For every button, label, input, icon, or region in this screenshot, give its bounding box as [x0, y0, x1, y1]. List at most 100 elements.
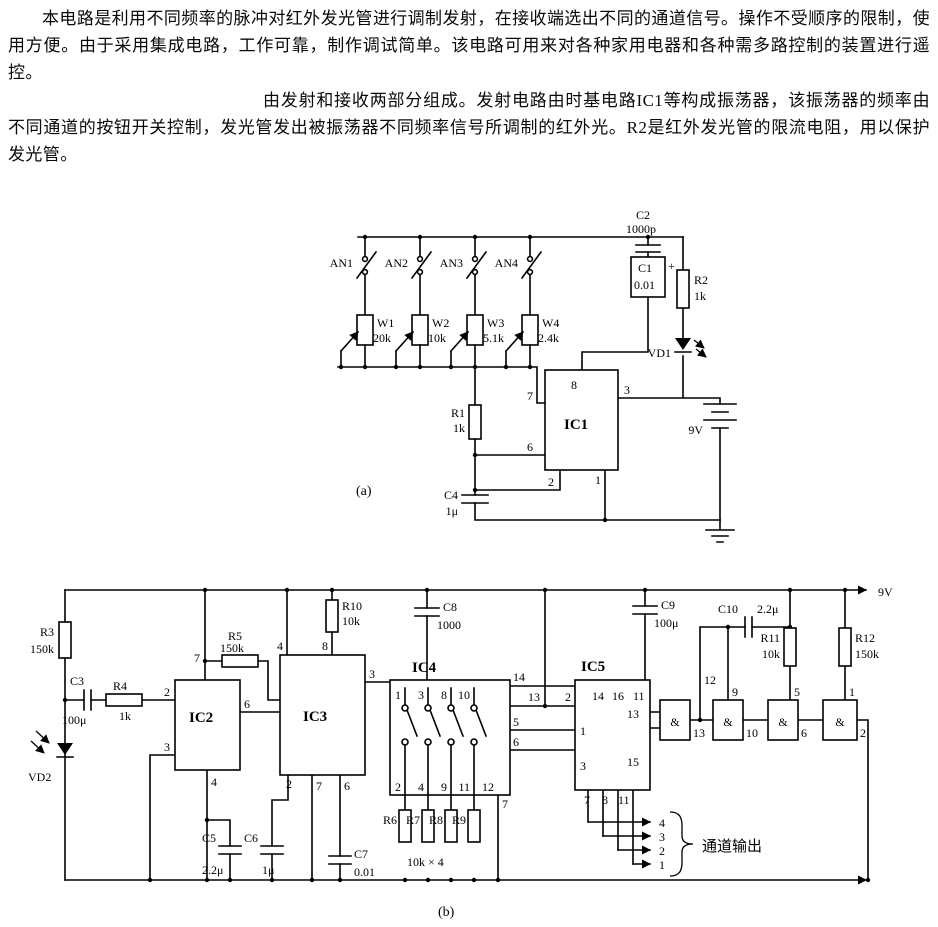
label-ic2: IC2 [189, 710, 213, 726]
ic4-chip: IC4 1 3 8 10 2 4 9 11 [389, 660, 540, 811]
caption-b: (b) [438, 905, 455, 920]
ic4-pin-6: 6 [513, 735, 519, 749]
label-r5: R5 [228, 629, 242, 643]
label-c4: C4 [444, 488, 458, 502]
ic3-chip: IC3 4 8 3 2 7 6 [277, 639, 375, 793]
resistor-r3: R3 150k [30, 621, 72, 659]
pushbutton-an3: AN3 [440, 236, 488, 316]
potentiometer-w1: W1 20k [339, 314, 394, 368]
capacitor-c10: C10 2.2μ [718, 602, 778, 638]
and-gate-3-symbol: & [778, 715, 788, 729]
channel-3: 3 [659, 830, 665, 844]
label-c3-value: 100μ [62, 713, 86, 727]
label-w1: W1 [377, 316, 394, 330]
label-r3-value: 150k [30, 642, 54, 656]
pushbutton-an4: AN4 [495, 236, 543, 316]
label-ic4: IC4 [412, 660, 437, 676]
label-battery-9v: 9V [688, 423, 703, 437]
ic1-chip: IC1 8 7 3 6 2 1 [527, 369, 630, 489]
label-r2-value: 1k [694, 289, 706, 303]
ic5-pin-14: 14 [592, 689, 604, 703]
label-an2: AN2 [385, 256, 408, 270]
capacitor-c4: C4 1μ [444, 488, 489, 518]
label-r11: R11 [760, 631, 780, 645]
label-r7: R7 [406, 813, 420, 827]
channel-1: 1 [659, 858, 665, 872]
label-vd1: VD1 [648, 346, 671, 360]
label-r6-r9-value: 10k × 4 [407, 855, 444, 869]
label-c8-value: 1000 [437, 618, 461, 632]
ic2-pin-2: 2 [164, 685, 170, 699]
label-c3: C3 [70, 674, 84, 688]
ic3-pin-6: 6 [344, 779, 350, 793]
label-c1: C1 [638, 261, 652, 275]
ic3-pin-3: 3 [369, 667, 375, 681]
resistor-r7: R7 [406, 809, 435, 843]
label-w3: W3 [487, 316, 504, 330]
label-r8: R8 [429, 813, 443, 827]
and-gate-1-symbol: & [670, 715, 680, 729]
ic4-pin-14: 14 [513, 670, 525, 684]
pushbutton-an1: AN1 [330, 236, 378, 316]
channel-output: 4 3 2 1 通道输出 [587, 811, 762, 877]
capacitor-c1: C1 0.01 + [630, 256, 675, 298]
label-c6: C6 [244, 831, 258, 845]
ic1-pin-7: 7 [527, 389, 533, 403]
ic2-pin-6: 6 [244, 697, 250, 711]
ic4-pin-4: 4 [418, 780, 424, 794]
channel-4: 4 [659, 816, 665, 830]
label-r4: R4 [113, 679, 127, 693]
resistor-r11: R11 10k [760, 627, 797, 667]
label-r11-value: 10k [762, 647, 780, 661]
ic1-pin-3: 3 [624, 383, 630, 397]
and-gate-4-symbol: & [835, 715, 845, 729]
capacitor-c8: C8 1000 [414, 600, 461, 632]
ic4-pin-1: 1 [395, 688, 401, 702]
label-c6-value: 1μ [262, 863, 274, 877]
label-an3: AN3 [440, 256, 463, 270]
resistor-r1: R1 1k [451, 404, 482, 440]
and-gate-2: & [712, 699, 744, 741]
label-r5-value: 150k [220, 641, 244, 655]
resistor-r9: R9 [452, 809, 481, 843]
pushbutton-an2: AN2 [385, 236, 433, 316]
capacitor-c7: C7 0.01 [328, 847, 375, 879]
label-ic5: IC5 [581, 659, 605, 675]
label-c2-value: 1000p [626, 222, 656, 236]
photodiode-vd2: VD2 [28, 730, 74, 784]
ic5-pin-8b: 8 [602, 793, 608, 807]
capacitor-c5: C5 2.2μ [202, 831, 242, 877]
gate-pin-numbers: 12 9 5 1 13 10 6 2 [693, 673, 866, 740]
potentiometer-w4: W4 2.4k [504, 314, 559, 368]
label-c8: C8 [443, 600, 457, 614]
gate-pin-2: 2 [860, 726, 866, 740]
label-c10: C10 [718, 602, 738, 616]
ic4-switches [401, 687, 488, 811]
label-r2: R2 [694, 273, 708, 287]
label-w4-value: 2.4k [538, 331, 559, 345]
label-c5-value: 2.2μ [202, 863, 223, 877]
resistor-r10: R10 10k [325, 599, 362, 633]
ic2-pin-7: 7 [194, 651, 200, 665]
label-w1-value: 20k [373, 331, 391, 345]
gate-pin-1: 1 [849, 685, 855, 699]
label-w2: W2 [432, 316, 449, 330]
resistor-r8: R8 [429, 809, 458, 843]
channel-2: 2 [659, 844, 665, 858]
ic2-pin-3: 3 [164, 740, 170, 754]
resistor-r2: R2 1k [676, 269, 708, 309]
label-supply-9v: 9V [878, 585, 893, 599]
ic4-pin-2: 2 [395, 780, 401, 794]
ic1-pin-8: 8 [571, 378, 577, 392]
label-r1-value: 1k [453, 421, 465, 435]
battery-9v: 9V [688, 403, 737, 437]
ic3-pin-8: 8 [322, 639, 328, 653]
resistor-r6: R6 [383, 809, 412, 843]
label-c2: C2 [636, 208, 650, 222]
led-vd1: VD1 [648, 338, 707, 360]
label-c5: C5 [202, 831, 216, 845]
label-r10-value: 10k [342, 614, 360, 628]
gate-pin-10: 10 [746, 726, 758, 740]
